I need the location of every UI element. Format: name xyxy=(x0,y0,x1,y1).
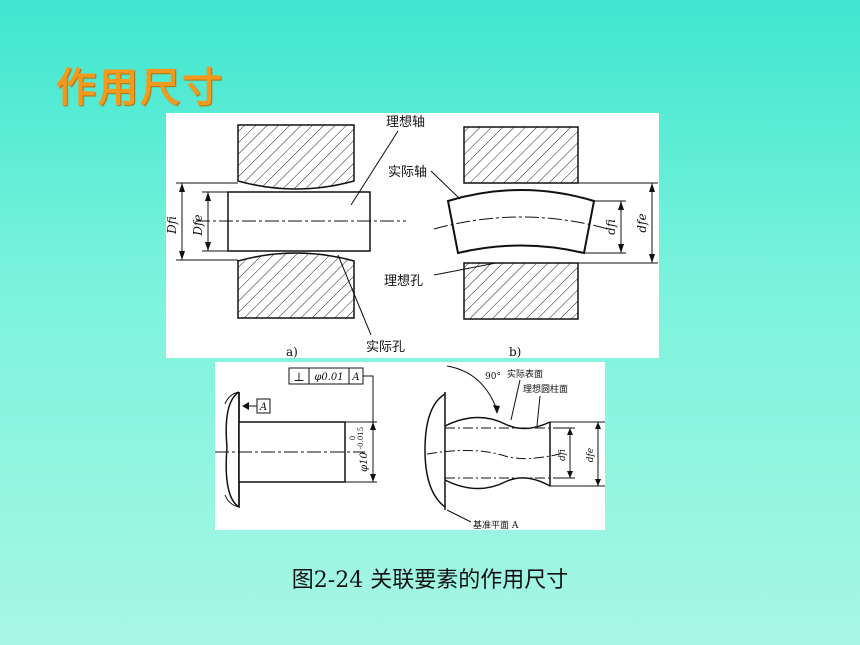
figure-top-diagram: Dfi Dfe 理想轴 实际孔 a) xyxy=(166,114,658,358)
figure-caption: 图2-24 关联要素的作用尺寸 xyxy=(291,568,569,593)
dim-Dfi-label: Dfi xyxy=(166,216,179,235)
leader-ideal-hole xyxy=(433,262,497,276)
ideal-hole-block-bottom xyxy=(463,262,579,320)
hole-block-bottom xyxy=(237,252,355,319)
leader-ideal-shaft xyxy=(350,130,399,206)
figure-b: dfi dfe 实际轴 理想孔 b) xyxy=(384,126,658,358)
leader-base-plane xyxy=(446,509,472,523)
label-actual-hole: 实际孔 xyxy=(366,340,405,355)
figure-a-sub-label: a) xyxy=(286,345,298,358)
tolerance-leader xyxy=(363,375,374,422)
pin-head xyxy=(225,391,240,509)
actual-surface-bottom xyxy=(444,477,551,490)
leader-ideal-cylinder xyxy=(536,395,541,427)
dim-dfe-label: dfe xyxy=(635,213,649,232)
label-ideal-shaft: 理想轴 xyxy=(386,114,425,130)
angle-label: 90° xyxy=(485,372,501,382)
shaft-axis xyxy=(433,216,609,230)
slide-title: 作用尺寸 xyxy=(56,65,224,111)
ideal-hole-block-top xyxy=(463,126,579,184)
pin-dim-lower: -0.015 xyxy=(357,427,365,449)
label-ideal-cylinder: 理想圆柱面 xyxy=(523,383,568,395)
perpendicularity-symbol: ⊥ xyxy=(293,370,304,384)
dim-Dfe-label: Dfe xyxy=(191,214,205,236)
figure-a: Dfi Dfe 理想轴 实际孔 a) xyxy=(166,114,425,358)
pin-dim-value: φ10 xyxy=(359,452,370,472)
tolerance-datum: A xyxy=(351,372,359,383)
figure-top-panel: Dfi Dfe 理想轴 实际孔 a) xyxy=(166,113,659,358)
leader-actual-shaft xyxy=(430,170,461,200)
datum-triangle xyxy=(242,402,249,410)
hole-block-top xyxy=(237,124,355,190)
tolerance-value: φ0.01 xyxy=(314,372,343,383)
label-actual-shaft: 实际轴 xyxy=(388,165,427,180)
figure-c: ⊥ φ0.01 A A φ10 0 -0.015 xyxy=(215,367,377,509)
figure-d: 90° 实际表面 理想圆柱面 dfi dfe 基准平面 A xyxy=(424,365,605,530)
angle-arc xyxy=(446,365,498,411)
label-ideal-hole: 理想孔 xyxy=(384,273,423,289)
figure-b-sub-label: b) xyxy=(509,345,521,358)
actual-surface-top xyxy=(444,416,551,430)
ideal-cylinder-axis xyxy=(426,449,561,460)
dim-dfe-d-label: dfe xyxy=(586,448,596,462)
actual-shaft xyxy=(446,189,596,255)
leader-actual-hole xyxy=(337,254,372,336)
dim-dfi-d-label: dfi xyxy=(558,449,568,461)
base-plane-head xyxy=(424,393,446,508)
figure-bottom-diagram: ⊥ φ0.01 A A φ10 0 -0.015 xyxy=(215,365,605,530)
datum-label: A xyxy=(259,402,267,413)
figure-bottom-panel: ⊥ φ0.01 A A φ10 0 -0.015 xyxy=(215,362,605,530)
label-actual-surface: 实际表面 xyxy=(507,368,543,380)
leader-actual-surface xyxy=(510,379,521,421)
dim-dfi-label: dfi xyxy=(604,219,618,235)
pin-dim-upper: 0 xyxy=(349,436,357,440)
label-base-plane: 基准平面 A xyxy=(473,519,519,530)
